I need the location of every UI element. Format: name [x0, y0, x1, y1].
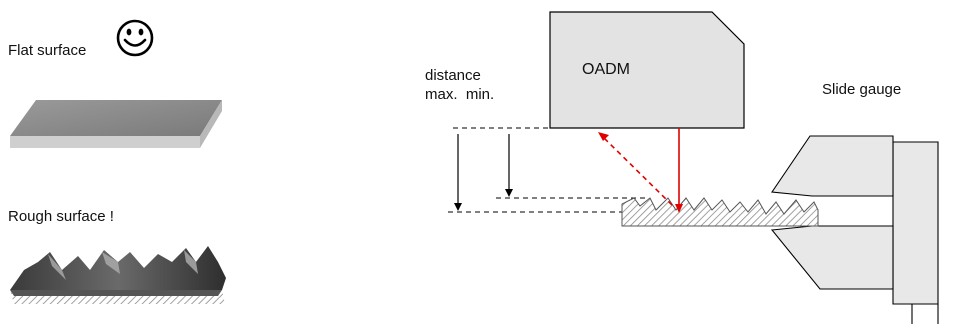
distance-reference-lines [448, 127, 646, 213]
distance-label: distance max. min. [425, 66, 494, 104]
slide-gauge [770, 135, 939, 324]
distance-min-arrow [505, 134, 513, 197]
flat-surface-block [10, 100, 222, 148]
flat-surface-label: Flat surface [8, 42, 87, 59]
max-min-label: max. min. [425, 86, 495, 103]
rough-sample [621, 197, 819, 227]
rough-surface-label: Rough surface ! [8, 208, 114, 225]
distance-title: distance [425, 67, 481, 84]
oadm-label: OADM [582, 61, 630, 78]
smiley-face-icon [116, 19, 154, 57]
laser-beam-reflected [598, 132, 673, 206]
slide-gauge-label: Slide gauge [822, 81, 902, 98]
rough-surface-block [10, 246, 226, 304]
oadm-device [549, 11, 745, 129]
distance-max-arrow [454, 134, 462, 211]
laser-beam-incident [675, 128, 683, 213]
